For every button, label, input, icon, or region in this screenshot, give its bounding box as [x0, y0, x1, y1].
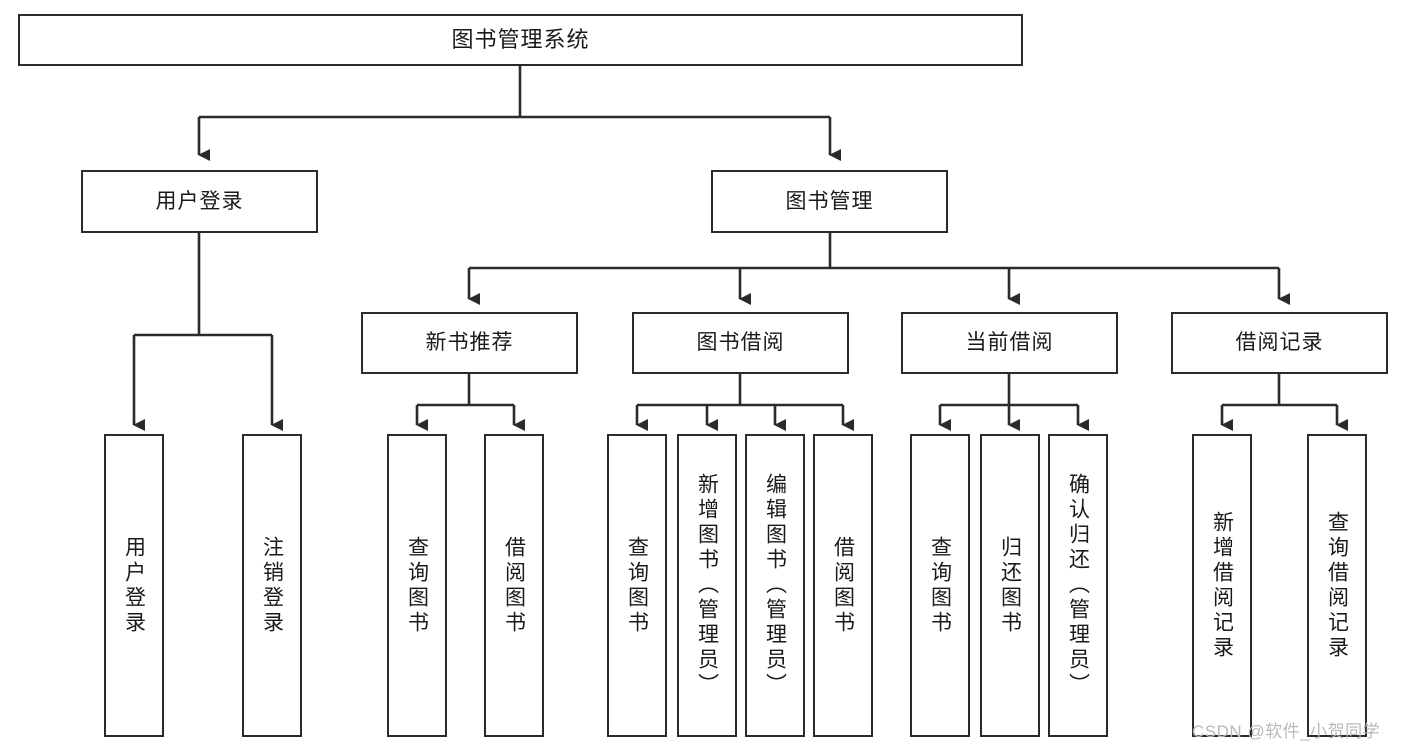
node-label: 图书借阅 [696, 331, 785, 355]
node-label: 编辑图书（管理员） [763, 473, 787, 698]
node-label: 新增图书（管理员） [695, 473, 719, 698]
node-label: 查询图书 [625, 535, 649, 636]
node-label: 当前借阅 [965, 331, 1054, 355]
node-label: 确认归还（管理员） [1066, 473, 1090, 698]
node-book-management[interactable]: 图书管理 [711, 170, 948, 233]
node-book-borrow[interactable]: 图书借阅 [632, 312, 849, 374]
node-label: 归还图书 [998, 535, 1022, 636]
leaf-current-confirm-return-admin[interactable]: 确认归还（管理员） [1048, 434, 1108, 737]
leaf-current-return-book[interactable]: 归还图书 [980, 434, 1040, 737]
node-root-system[interactable]: 图书管理系统 [18, 14, 1023, 66]
node-label: 借阅记录 [1235, 331, 1324, 355]
leaf-user-logout[interactable]: 注销登录 [242, 434, 302, 737]
leaf-borrow-add-book-admin[interactable]: 新增图书（管理员） [677, 434, 737, 737]
node-borrow-records[interactable]: 借阅记录 [1171, 312, 1388, 374]
node-label: 新书推荐 [425, 331, 514, 355]
node-label: 用户登录 [155, 189, 244, 213]
leaf-borrow-lend-book[interactable]: 借阅图书 [813, 434, 873, 737]
leaf-newbook-borrow-book[interactable]: 借阅图书 [484, 434, 544, 737]
node-label: 借阅图书 [831, 535, 855, 636]
node-label: 图书管理系统 [451, 26, 590, 52]
node-label: 注销登录 [260, 535, 284, 636]
node-label: 用户登录 [122, 535, 146, 636]
node-label: 查询借阅记录 [1325, 510, 1349, 661]
leaf-newbook-query-book[interactable]: 查询图书 [387, 434, 447, 737]
node-label: 查询图书 [405, 535, 429, 636]
node-user-login[interactable]: 用户登录 [81, 170, 318, 233]
leaf-user-login[interactable]: 用户登录 [104, 434, 164, 737]
leaf-record-add[interactable]: 新增借阅记录 [1192, 434, 1252, 737]
leaf-borrow-query-book[interactable]: 查询图书 [607, 434, 667, 737]
node-current-borrow[interactable]: 当前借阅 [901, 312, 1118, 374]
node-label: 图书管理 [785, 189, 874, 213]
leaf-borrow-edit-book-admin[interactable]: 编辑图书（管理员） [745, 434, 805, 737]
node-label: 查询图书 [928, 535, 952, 636]
node-label: 新增借阅记录 [1210, 510, 1234, 661]
leaf-record-query[interactable]: 查询借阅记录 [1307, 434, 1367, 737]
node-label: 借阅图书 [502, 535, 526, 636]
leaf-current-query-book[interactable]: 查询图书 [910, 434, 970, 737]
node-new-book-recommend[interactable]: 新书推荐 [361, 312, 578, 374]
